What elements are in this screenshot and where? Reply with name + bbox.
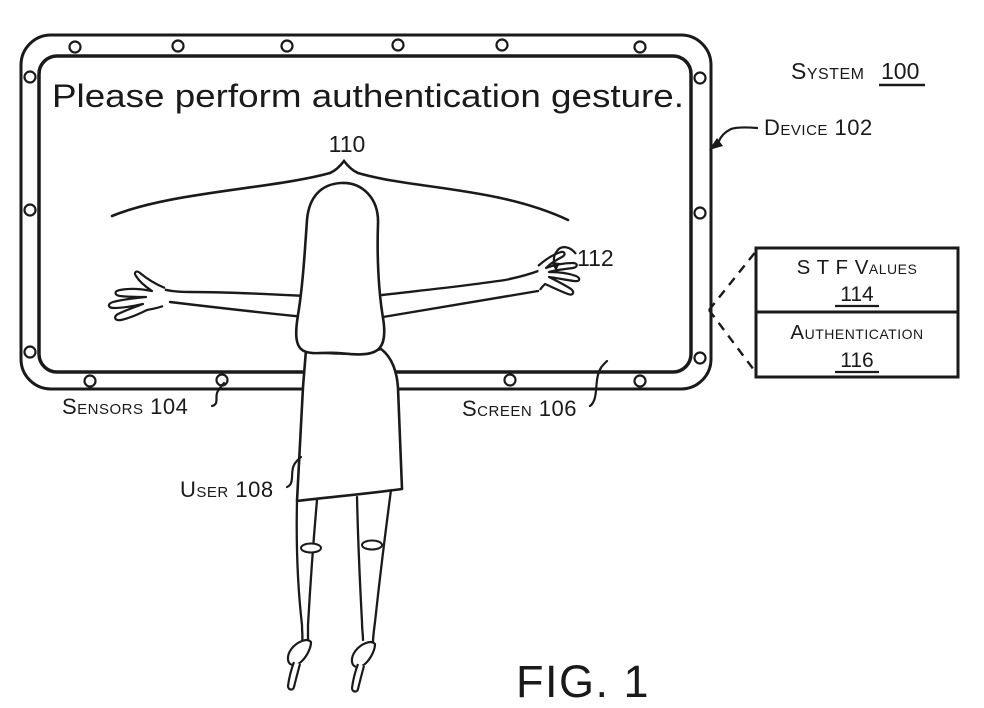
gesture-arc-ref-label: 110: [329, 131, 366, 157]
stf-values-cell: S T F Values 114: [797, 256, 918, 308]
screw-icon: [23, 203, 37, 217]
dashed-connector: [708, 249, 758, 311]
user-label: User 108: [180, 477, 274, 502]
right-hand: [537, 250, 581, 296]
dress: [295, 347, 404, 503]
left-hand: [107, 270, 166, 322]
screw-icon: [495, 38, 509, 52]
gesture-arc: [110, 158, 570, 222]
right-leg: [355, 495, 365, 642]
screw-icons: [23, 38, 707, 388]
system-ref-label: 100: [881, 58, 919, 84]
device-arrowhead-icon: [709, 138, 723, 150]
left-leg: [306, 498, 319, 643]
system-label-group: System 100: [791, 58, 925, 87]
device-label: Device 102: [764, 115, 873, 140]
user-leader: [285, 455, 303, 489]
screen-label: Screen 106: [462, 396, 577, 421]
hand-motion-ref-label: 112: [577, 245, 614, 271]
hair: [294, 181, 386, 356]
legs: [295, 488, 393, 645]
left-arm: [161, 287, 308, 319]
screen-leader: [588, 359, 609, 408]
left-leg: [295, 499, 304, 645]
right-leg: [371, 488, 393, 644]
sensors-label: Sensors 104: [62, 394, 188, 419]
user-figure: [107, 181, 581, 693]
right-arm: [380, 268, 543, 319]
screw-icon: [633, 374, 647, 388]
figure-caption: FIG. 1: [516, 656, 650, 707]
knee-mark: [361, 539, 383, 551]
screw-icon: [391, 38, 405, 52]
screw-icon: [83, 374, 97, 388]
device-leader: [717, 126, 759, 143]
info-box: S T F Values 114 Authentication 116: [754, 246, 960, 379]
screw-icon: [633, 40, 647, 54]
dashed-connectors: [708, 249, 758, 375]
hand-motion-annotation: 112: [551, 245, 614, 271]
screw-icon: [68, 40, 82, 54]
knee-mark: [300, 542, 322, 554]
arrowhead-icon: [551, 262, 560, 271]
authentication-ref-label: 116: [840, 349, 873, 372]
screen-message: Please perform authentication gesture.: [52, 78, 684, 114]
dashed-connector: [708, 309, 758, 375]
leader-lines: [210, 126, 759, 489]
screw-icon: [23, 70, 37, 84]
left-shoe: [286, 638, 313, 691]
sensors-leader: [210, 381, 226, 408]
screw-icon: [693, 206, 707, 220]
system-label: System: [791, 58, 864, 84]
authentication-cell: Authentication 116: [790, 321, 923, 374]
screw-icon: [693, 351, 707, 365]
screw-icon: [503, 373, 517, 387]
stf-values-ref-label: 114: [840, 283, 874, 306]
stf-values-label: S T F Values: [797, 256, 918, 279]
right-shoe: [350, 640, 377, 693]
screw-icon: [280, 39, 294, 53]
authentication-label: Authentication: [790, 321, 923, 344]
screw-icon: [171, 39, 185, 53]
screw-icon: [693, 71, 707, 85]
screw-icon: [23, 345, 37, 359]
